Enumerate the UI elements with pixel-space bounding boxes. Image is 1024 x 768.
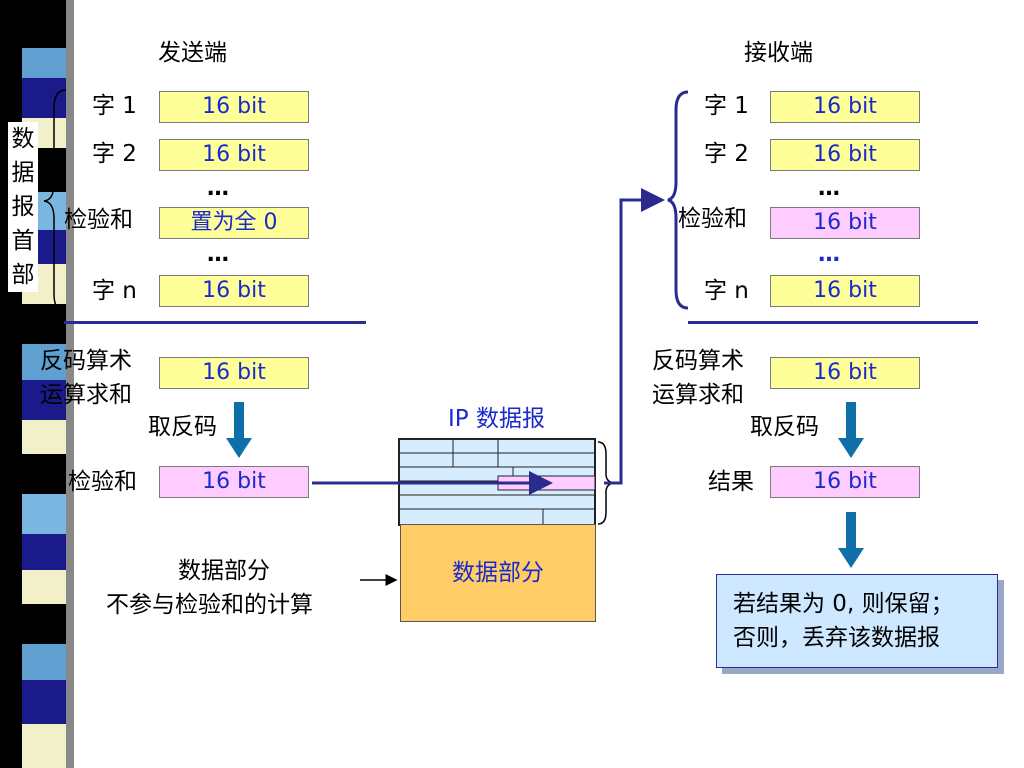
receiver-invert-label: 取反码 [750, 414, 819, 440]
receiver-title: 接收端 [744, 40, 813, 66]
sender-word2-label: 字 2 [92, 141, 137, 167]
header-left-brace [43, 89, 67, 313]
sender-wordn-field: 16 bit [159, 275, 309, 307]
receiver-checksum-row-label: 检验和 [678, 206, 747, 232]
receiver-checksum-field: 16 bit [770, 207, 920, 239]
decision-line1: 若结果为 0, 则保留； [733, 591, 954, 617]
receiver-wordn-label: 字 n [704, 278, 749, 304]
sender-word1-field: 16 bit [159, 91, 309, 123]
receiver-result-arrow [838, 512, 864, 568]
receiver-result-field: 16 bit [770, 466, 920, 498]
receiver-wordn-field: 16 bit [770, 275, 920, 307]
receiver-invert-arrow [838, 402, 864, 458]
sender-ellipsis-1: … [207, 176, 229, 201]
header-side-label: 数据报首部 [8, 122, 38, 292]
sender-wordn-label: 字 n [92, 278, 137, 304]
receiver-word1-label: 字 1 [704, 93, 749, 119]
data-note-line1: 数据部分 [178, 558, 270, 584]
sender-title: 发送端 [158, 40, 227, 66]
receiver-word2-field: 16 bit [770, 139, 920, 171]
sender-ellipsis-2: … [207, 242, 229, 267]
ip-datagram-title: IP 数据报 [448, 406, 545, 432]
sender-sum-label: 反码算术 运算求和 [40, 348, 132, 408]
receiver-word2-label: 字 2 [704, 141, 749, 167]
sender-checksum-row-label: 检验和 [64, 207, 133, 233]
ip-datagram-data-part: 数据部分 [400, 524, 596, 622]
sender-checksum-label: 检验和 [68, 469, 137, 495]
receiver-sum-field: 16 bit [770, 357, 920, 389]
sender-sum-field: 16 bit [159, 357, 309, 389]
receiver-header-brace [667, 90, 689, 310]
sender-invert-arrow [226, 402, 252, 458]
sender-sum-divider [64, 321, 366, 324]
sender-word1-label: 字 1 [92, 93, 137, 119]
sender-checksum-zero-field: 置为全 0 [159, 207, 309, 239]
decision-line2: 否则，丢弃该数据报 [733, 625, 940, 651]
decision-box: 若结果为 0, 则保留； 否则，丢弃该数据报 [716, 574, 998, 668]
receiver-word1-field: 16 bit [770, 91, 920, 123]
receiver-ellipsis-2: … [818, 242, 840, 267]
sender-checksum-field: 16 bit [159, 466, 309, 498]
receiver-sum-label: 反码算术 运算求和 [652, 348, 744, 408]
receiver-result-label: 结果 [708, 469, 754, 495]
receiver-sum-divider [688, 321, 978, 324]
sender-invert-label: 取反码 [148, 414, 217, 440]
receiver-ellipsis-1: … [818, 176, 840, 201]
sender-word2-field: 16 bit [159, 139, 309, 171]
data-note-line2: 不参与检验和的计算 [106, 592, 313, 618]
